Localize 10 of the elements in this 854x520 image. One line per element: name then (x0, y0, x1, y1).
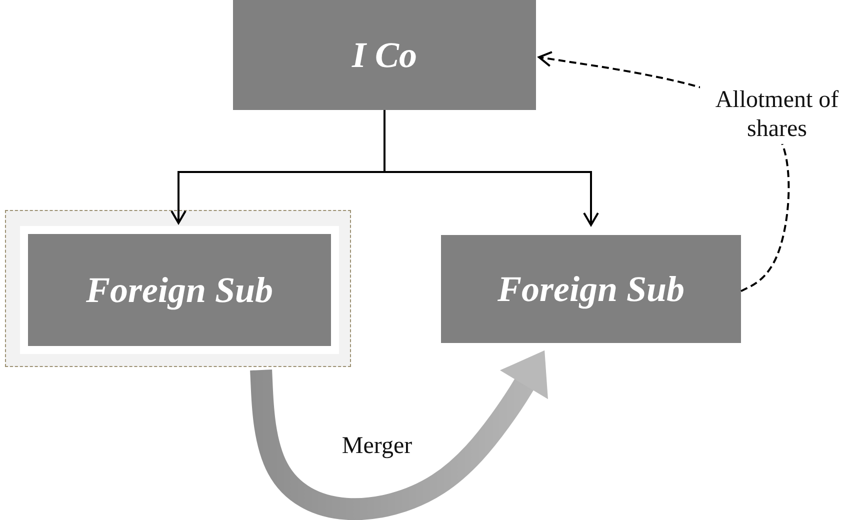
curved-arrow (250, 350, 548, 520)
entity-box (233, 0, 536, 110)
group-frame (5, 210, 351, 367)
arrow (384, 110, 599, 226)
entity-box (28, 234, 331, 346)
entity-name: Foreign Sub (497, 268, 685, 310)
entity-name: Foreign Sub (86, 269, 274, 311)
entity-box (441, 235, 741, 343)
edge-label: Merger (340, 432, 414, 461)
entity-name: I Co (352, 34, 418, 76)
